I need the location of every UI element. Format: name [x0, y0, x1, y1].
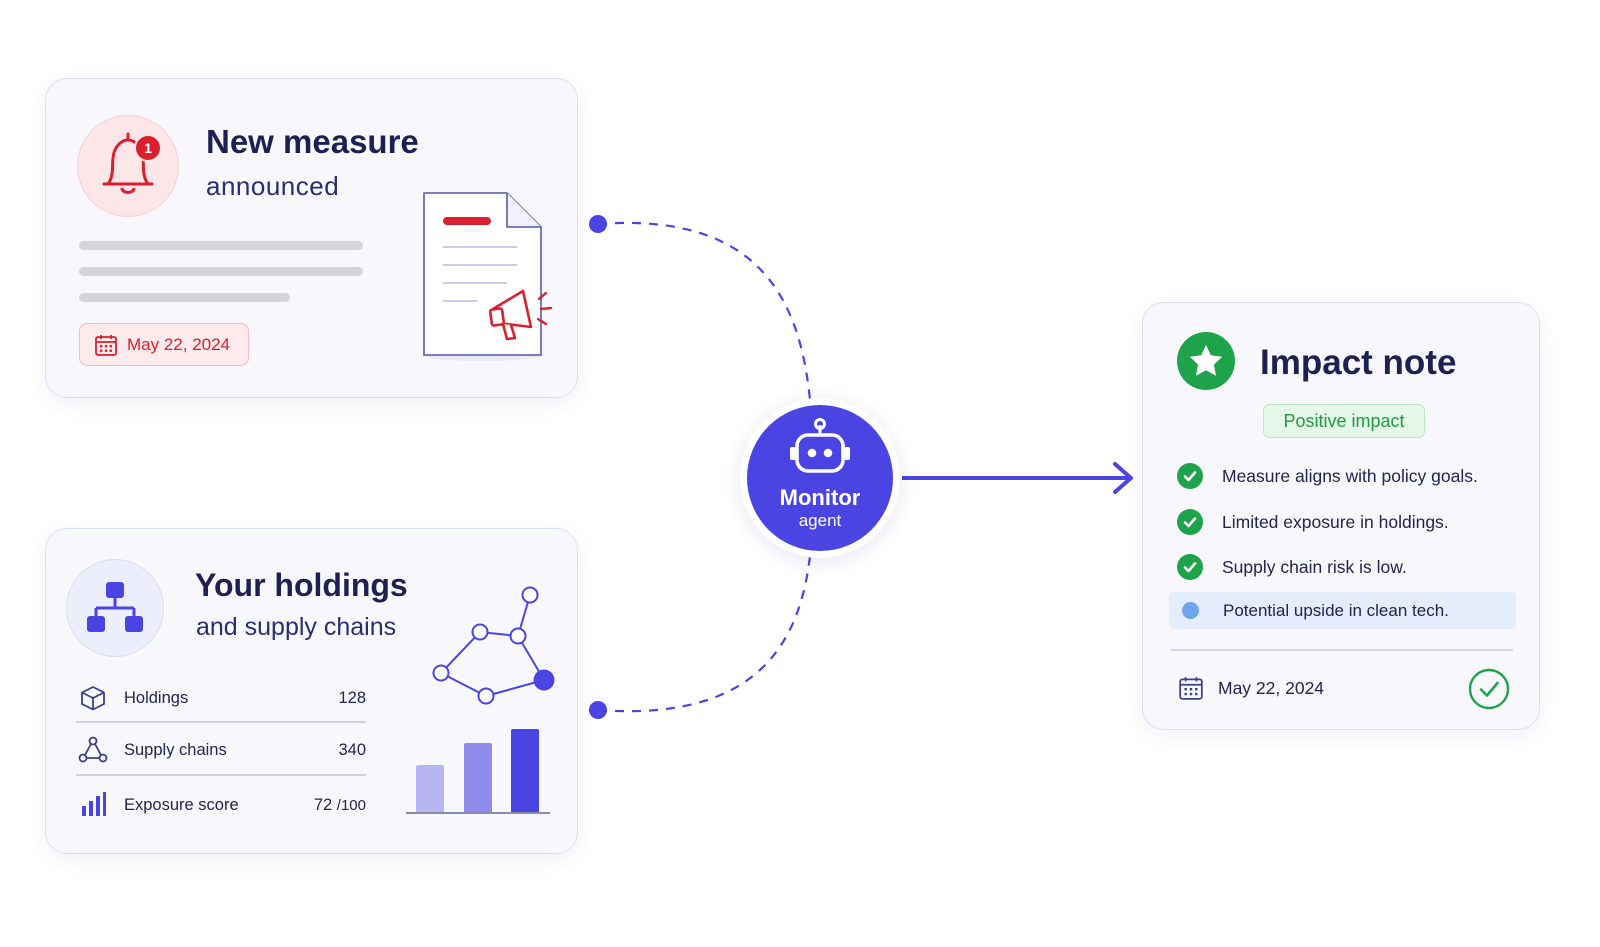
stat-row-holdings: Holdings 128	[76, 672, 366, 724]
check-circle-icon	[1468, 668, 1510, 710]
measure-date: May 22, 2024	[127, 334, 231, 354]
hierarchy-badge	[66, 559, 164, 657]
stat-value: 128	[338, 688, 366, 707]
measure-date-pill: May 22, 2024	[79, 323, 249, 366]
stat-divider	[76, 774, 366, 776]
placeholder-line	[79, 241, 363, 250]
notification-count-badge: 1	[134, 134, 162, 162]
check-icon	[1177, 463, 1203, 489]
monitor-agent-node: Monitor agent	[747, 405, 893, 551]
measure-subtitle: announced	[206, 171, 340, 201]
placeholder-line	[79, 267, 363, 276]
megaphone-icon	[488, 289, 553, 341]
holdings-subtitle: and supply chains	[196, 613, 397, 641]
impact-item: Measure aligns with policy goals.	[1177, 461, 1478, 491]
measure-title: New measure	[206, 123, 419, 160]
highlight-row: Potential upside in clean tech.	[1169, 592, 1516, 629]
stat-value: 72 /100	[314, 796, 366, 815]
stat-label: Exposure score	[124, 795, 239, 814]
check-icon	[1177, 554, 1203, 580]
bell-badge: 1	[77, 115, 179, 217]
network-graph-icon	[432, 586, 555, 705]
stat-row-supply-chains: Supply chains 340	[76, 724, 366, 776]
impact-item: Limited exposure in holdings.	[1177, 507, 1449, 537]
impact-divider	[1171, 649, 1513, 651]
bar-chart-icon	[76, 790, 110, 820]
calendar-icon	[95, 334, 117, 356]
impact-note-card: Impact note Positive impact Measure alig…	[1142, 302, 1540, 730]
placeholder-line	[79, 293, 290, 302]
info-dot-icon	[1182, 602, 1199, 619]
connector-top-dot	[589, 215, 607, 233]
connector-bottom-dot	[589, 701, 607, 719]
positive-impact-badge: Positive impact	[1263, 404, 1425, 438]
agent-title: Monitor	[779, 485, 861, 510]
impact-item-text: Limited exposure in holdings.	[1222, 511, 1449, 532]
document-icon	[421, 192, 553, 361]
connector-bottom	[597, 555, 812, 713]
impact-item-text: Supply chain risk is low.	[1222, 556, 1407, 577]
impact-item: Supply chain risk is low.	[1177, 552, 1407, 582]
check-icon	[1177, 509, 1203, 535]
stat-value: 340	[338, 740, 366, 759]
stat-row-exposure-score: Exposure score 72 /100	[76, 779, 366, 831]
impact-item-text: Measure aligns with policy goals.	[1222, 465, 1478, 486]
hierarchy-icon	[87, 582, 143, 632]
nodes-icon	[76, 735, 110, 765]
agent-subtitle: agent	[798, 511, 842, 530]
calendar-icon	[1179, 677, 1203, 700]
star-icon	[1177, 332, 1235, 390]
exposure-score-value: 72	[313, 795, 333, 814]
new-measure-card: 1 New measure announced May 22, 2024	[45, 78, 578, 398]
arrow-head-icon	[1113, 462, 1133, 494]
robot-icon	[790, 418, 850, 473]
impact-title: Impact note	[1260, 343, 1457, 382]
impact-date: May 22, 2024	[1218, 678, 1325, 698]
bell-icon	[102, 132, 154, 194]
stat-label: Supply chains	[124, 740, 227, 759]
cube-icon	[76, 683, 110, 713]
stat-label: Holdings	[124, 688, 189, 707]
holdings-card: Your holdings and supply chains Holdings…	[45, 528, 578, 854]
stat-divider	[76, 721, 366, 723]
highlight-text: Potential upside in clean tech.	[1223, 600, 1449, 620]
bar-chart-illustration-icon	[406, 729, 550, 814]
positive-impact-label: Positive impact	[1283, 410, 1405, 431]
connector-top	[597, 221, 812, 401]
exposure-score-suffix: /100	[336, 796, 366, 814]
holdings-title: Your holdings	[195, 567, 408, 603]
notification-count: 1	[144, 140, 152, 156]
